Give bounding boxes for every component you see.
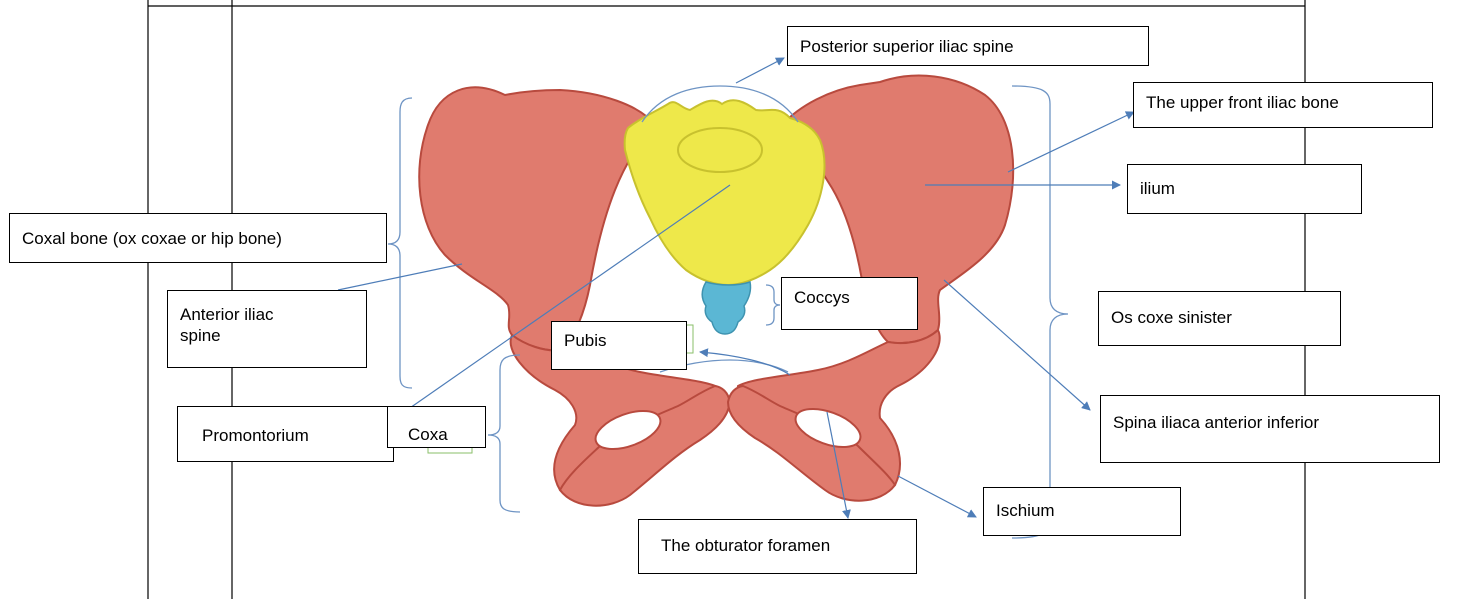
label-ischium: Ischium (983, 487, 1181, 536)
label-coccys: Coccys (781, 277, 918, 330)
upper-front-iliac-bone-arrow (1008, 112, 1134, 172)
label-upper-front-iliac-bone: The upper front iliac bone (1133, 82, 1433, 128)
spina-iliaca-arrow (944, 280, 1090, 410)
label-pubis: Pubis (551, 321, 687, 370)
coxal-bone-bracket (388, 98, 412, 388)
posterior-superior-iliac-spine-arrow (736, 58, 784, 83)
ischium-arrow (898, 476, 976, 517)
label-os-coxe-sinister: Os coxe sinister (1098, 291, 1341, 346)
label-ilium: ilium (1127, 164, 1362, 214)
label-obturator-foramen: The obturator foramen (638, 519, 917, 574)
label-coxal-bone: Coxal bone (ox coxae or hip bone) (9, 213, 387, 263)
label-coxa: Coxa (387, 406, 486, 448)
coccyx (702, 282, 750, 334)
os-coxe-sinister-bracket (1012, 86, 1068, 538)
sacral-promontory-shape (678, 128, 762, 172)
coccyx-shape (702, 282, 750, 334)
pubis-arrow (700, 352, 790, 375)
sacrum (625, 100, 825, 285)
left-ilium-shape (419, 87, 655, 350)
coccys-bracket (766, 285, 780, 325)
label-spina-iliaca-anterior-inferior: Spina iliaca anterior inferior (1100, 395, 1440, 463)
label-promontorium: Promontorium (177, 406, 394, 462)
label-posterior-superior-iliac-spine: Posterior superior iliac spine (787, 26, 1149, 66)
label-anterior-iliac-spine: Anterior iliac spine (167, 290, 367, 368)
coxa-bracket (488, 355, 520, 512)
